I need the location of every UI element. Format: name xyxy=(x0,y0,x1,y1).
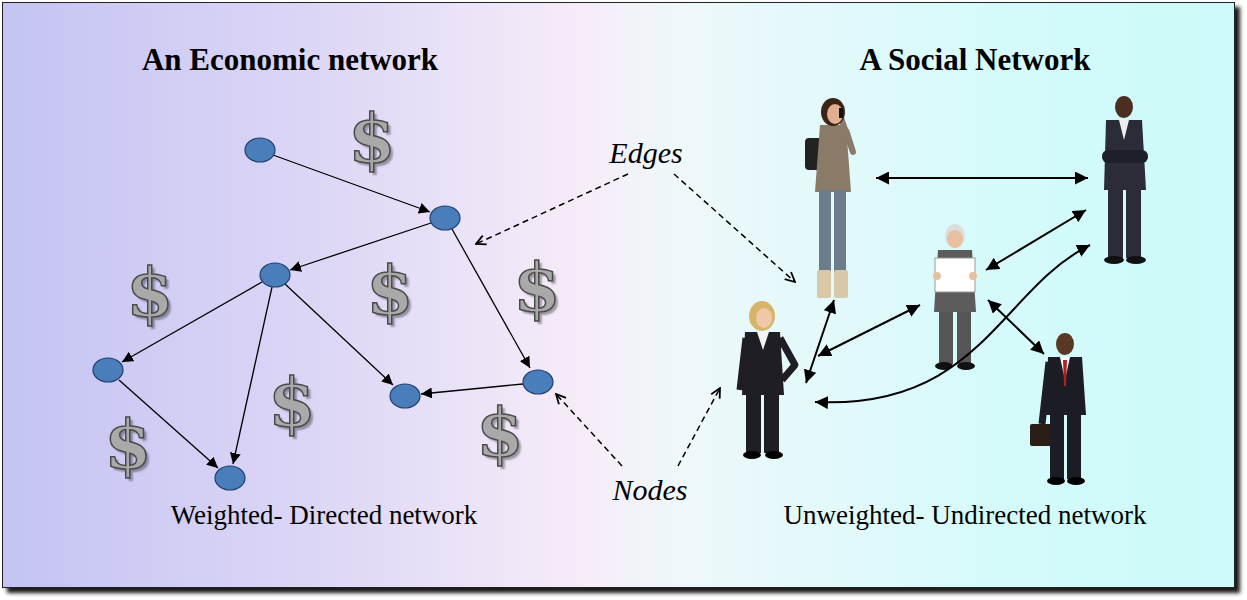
person-part xyxy=(1063,360,1067,386)
person-part xyxy=(1126,256,1146,264)
economic-arrows xyxy=(119,155,530,468)
network-caption: Weighted- Directed network xyxy=(171,501,478,531)
node-dot xyxy=(430,206,460,230)
undirected-arrow xyxy=(986,210,1086,270)
leader-line xyxy=(678,388,720,466)
person-part xyxy=(947,230,963,248)
directed-arrow xyxy=(233,287,272,464)
person-part xyxy=(819,190,831,272)
person-part xyxy=(1119,120,1129,140)
dollar-sign: $ xyxy=(513,253,560,321)
person-part xyxy=(821,98,845,126)
person-part xyxy=(1042,362,1049,424)
directed-arrow xyxy=(421,384,523,394)
dollar-sign: $ xyxy=(268,368,315,436)
dollar-sign: $ xyxy=(126,258,173,326)
dollar-sign: $ xyxy=(104,410,151,478)
person-part xyxy=(957,312,971,364)
person-part xyxy=(817,270,831,298)
person-figure xyxy=(740,301,795,459)
person-part xyxy=(749,301,775,331)
person-part xyxy=(746,395,761,453)
person-part xyxy=(780,338,795,380)
person-figure xyxy=(805,98,853,298)
leader-line xyxy=(556,394,622,466)
dollar-sign: $ xyxy=(348,104,395,172)
panel-heading: An Economic network xyxy=(142,43,438,77)
leader-line xyxy=(476,174,628,244)
dollar-sign: $ xyxy=(366,256,413,324)
undirected-arrow xyxy=(876,177,1088,179)
person-part xyxy=(827,104,843,124)
person-part xyxy=(743,451,761,459)
economic-nodes xyxy=(93,138,553,490)
node-dot xyxy=(215,466,245,490)
person-part xyxy=(945,224,965,248)
person-figure xyxy=(1102,96,1148,264)
person-part xyxy=(1067,415,1081,479)
person-part xyxy=(935,258,975,292)
person-part xyxy=(841,118,853,152)
person-part xyxy=(957,362,975,370)
person-part xyxy=(969,272,977,280)
person-part xyxy=(1047,477,1065,485)
person-part xyxy=(1056,333,1074,355)
person-figure xyxy=(1030,333,1086,485)
person-part xyxy=(834,190,846,272)
social-arrows xyxy=(806,178,1090,402)
undirected-arrow xyxy=(818,305,920,356)
person-part xyxy=(1108,190,1123,258)
person-part xyxy=(757,332,769,350)
node-dot xyxy=(523,370,553,394)
person-figure xyxy=(933,224,977,370)
person-part xyxy=(934,250,976,312)
person-part xyxy=(1104,256,1124,264)
person-part xyxy=(756,308,772,328)
person-part xyxy=(1067,477,1085,485)
person-part xyxy=(1102,150,1148,163)
node-dot xyxy=(245,138,275,162)
leader-line xyxy=(674,174,795,282)
person-part xyxy=(764,395,779,453)
undirected-arrow xyxy=(815,245,1090,402)
undirected-arrow xyxy=(806,300,834,383)
person-part xyxy=(939,312,953,364)
network-caption: Unweighted- Undirected network xyxy=(784,501,1147,531)
callout-label: Nodes xyxy=(613,473,688,506)
callout-label: Edges xyxy=(609,136,682,169)
panel-heading: A Social Network xyxy=(860,43,1091,77)
node-dot xyxy=(390,384,420,408)
person-part xyxy=(740,338,746,390)
person-part xyxy=(765,451,783,459)
person-part xyxy=(839,108,843,118)
node-dot xyxy=(260,263,290,287)
dollar-sign: $ xyxy=(476,398,523,466)
node-dot xyxy=(93,358,123,382)
person-part xyxy=(933,272,941,280)
leader-lines xyxy=(476,174,795,466)
person-part xyxy=(834,270,848,298)
person-part xyxy=(1115,96,1133,118)
person-part xyxy=(1126,190,1141,258)
person-part xyxy=(1050,415,1064,479)
